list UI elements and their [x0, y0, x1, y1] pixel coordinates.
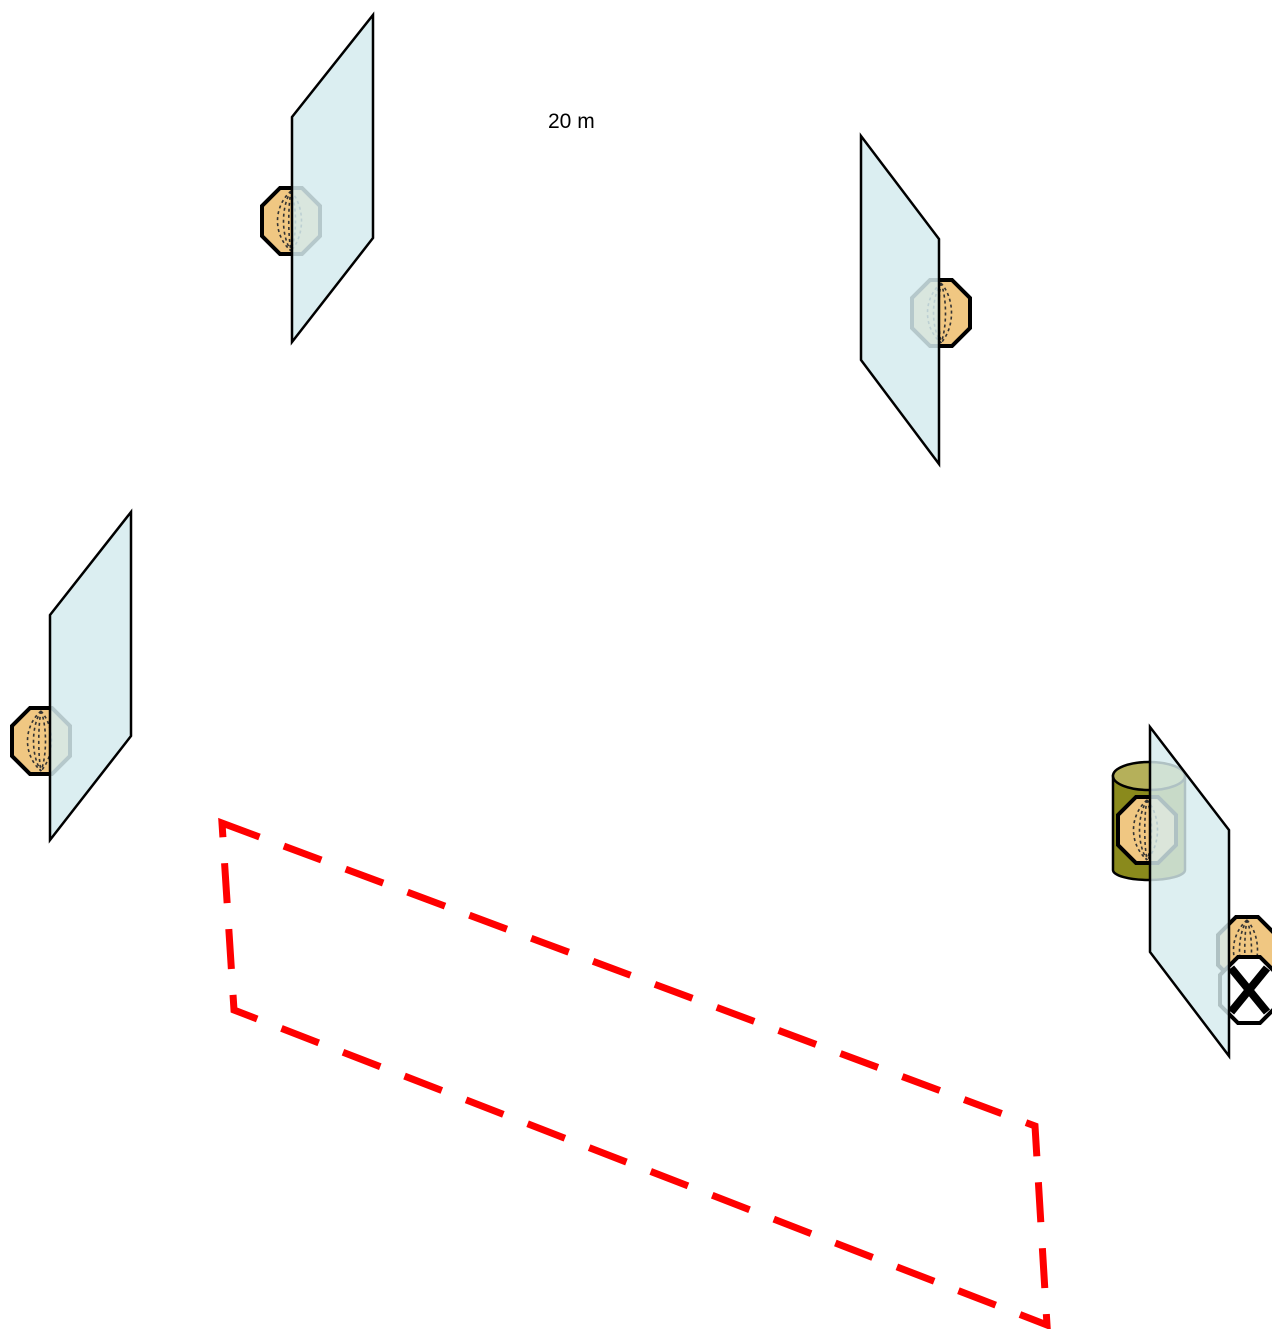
glass-panel — [859, 132, 941, 468]
dashed-boundary — [218, 817, 1051, 1329]
panel-group-top-right — [859, 132, 972, 468]
glass-panel — [48, 508, 133, 844]
x-marker-icon — [1218, 955, 1272, 1025]
panel-group-left — [10, 508, 133, 844]
glass-panel — [1148, 723, 1231, 1060]
glass-panel — [290, 11, 375, 346]
panel-group-right — [1111, 723, 1272, 1060]
panel-group-top-left — [260, 11, 375, 346]
scale-label: 20 m — [548, 110, 595, 133]
